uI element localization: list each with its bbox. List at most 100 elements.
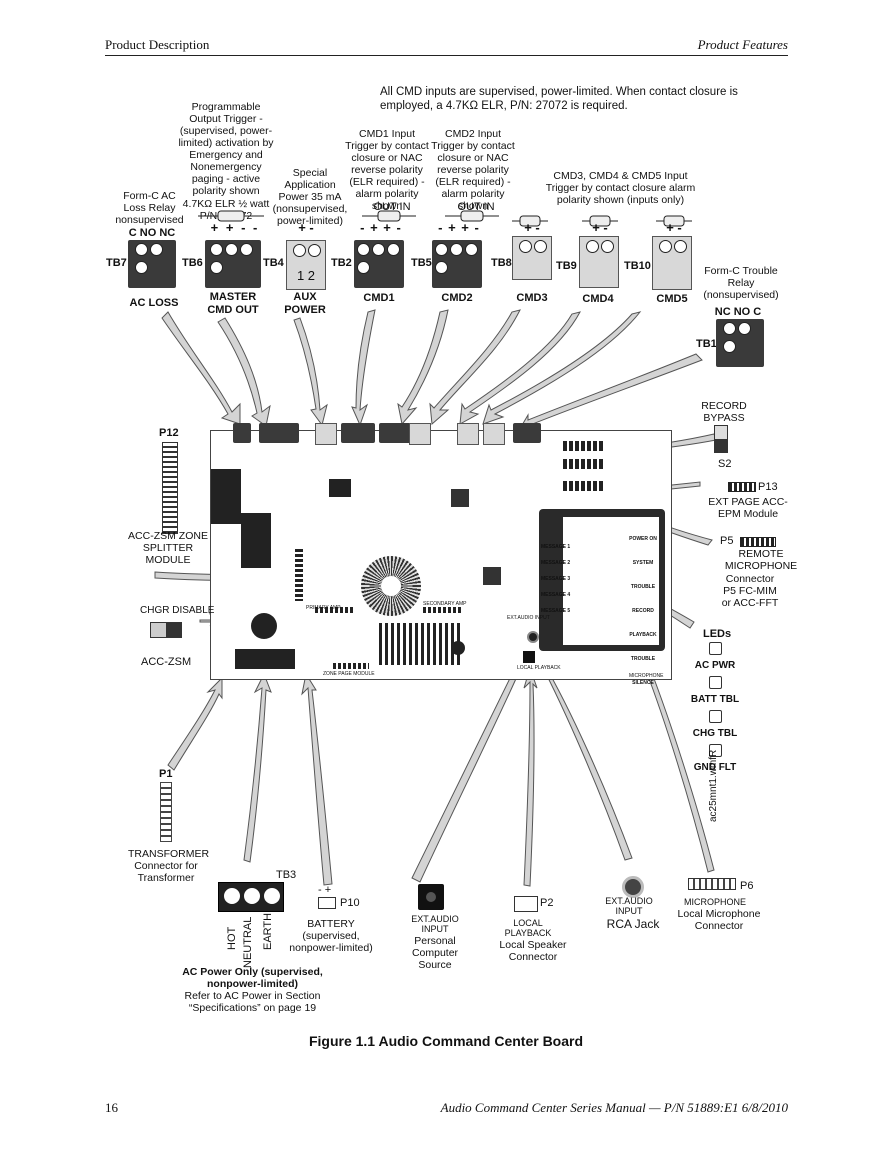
ext-audio-label: EXT.AUDIO INPUT <box>411 914 459 935</box>
terminal-block-tb8 <box>512 236 552 280</box>
arrow-tb7 <box>161 311 241 425</box>
ac-power-ref: Refer to AC Power in Section “Specificat… <box>184 990 321 1015</box>
terminal-block-tb2: 1234 <box>354 240 404 300</box>
message-5[interactable]: MESSAGE 5 <box>541 608 571 614</box>
chgr-disable-label: CHGR DISABLE <box>140 605 215 616</box>
power-on-button[interactable]: POWER ON <box>629 536 657 542</box>
local-microphone-label: Local Microphone Connector <box>677 908 761 933</box>
header-right: Product Features <box>697 37 788 52</box>
chip <box>329 479 351 497</box>
board-ext-audio-label: EXT.AUDIO INPUT <box>507 615 550 621</box>
note-cmd2-input: CMD2 Input Trigger by contact closure or… <box>431 128 515 213</box>
dip-switch[interactable] <box>563 441 603 451</box>
message-2[interactable]: MESSAGE 2 <box>541 560 571 566</box>
p12-label: P12 <box>159 427 179 439</box>
connector-p5-label: Connector P5 FC-MIM or ACC-FFT <box>721 573 779 610</box>
elr-resistor-icon <box>512 215 548 227</box>
tb3-terminal-block <box>218 882 284 912</box>
led-list: AC PWR BATT TBL CHG TBL GND FLT <box>690 642 740 774</box>
rca-jack-label: RCA Jack <box>606 917 660 931</box>
secondary-amp-header <box>423 607 463 613</box>
system-trouble-button[interactable]: SYSTEM TROUBLE <box>630 560 656 590</box>
tb10-label: CMD5 <box>656 293 688 305</box>
note-formc-trouble: Form-C Trouble Relay (nonsupervised) <box>703 265 779 302</box>
arrow-tb10 <box>482 311 642 425</box>
s2-label: S2 <box>718 458 732 470</box>
board-ext-audio <box>523 651 535 663</box>
tb7-nums: 123 <box>138 285 166 300</box>
rca-ext-audio-label: EXT.AUDIO INPUT <box>605 896 653 917</box>
tb5-top: - + + - <box>438 220 480 235</box>
transformer-connector-label: Connector for Transformer <box>134 860 198 885</box>
ext-audio-jack <box>418 884 444 910</box>
p2-connector <box>514 896 538 912</box>
record-playback-button[interactable]: RECORD PLAYBACK <box>629 608 657 638</box>
figure-caption: Figure 1.1 Audio Command Center Board <box>308 1033 584 1049</box>
board-local-playback: LOCAL PLAYBACK <box>517 665 561 671</box>
board-tb1 <box>513 423 541 443</box>
tb10-id: TB10 <box>624 260 651 272</box>
message-4[interactable]: MESSAGE 4 <box>541 592 571 598</box>
arrow-p10 <box>301 672 333 886</box>
panel-buttons: POWER ON SYSTEM TROUBLE RECORD PLAYBACK … <box>623 527 663 695</box>
tb5-id: TB5 <box>411 257 432 269</box>
tb10-top: + - <box>666 220 682 235</box>
led-chg-tbl-icon <box>708 710 722 723</box>
note-cmd1-input: CMD1 Input Trigger by contact closure or… <box>345 128 429 213</box>
led-batt-tbl-icon <box>708 676 722 689</box>
tb8-id: TB8 <box>491 257 512 269</box>
elr-resistor-icon <box>362 210 416 222</box>
message-list: MESSAGE 1 MESSAGE 2 MESSAGE 3 MESSAGE 4 … <box>541 539 570 619</box>
p10-polarity: - + <box>318 884 332 896</box>
tb6-id: TB6 <box>182 257 203 269</box>
arrow-tb4 <box>293 317 328 427</box>
board-rca <box>527 631 539 643</box>
p1-connector <box>160 782 172 842</box>
terminal-block-tb6: 1234 <box>205 240 261 300</box>
p13-connector <box>728 482 756 492</box>
battery-label: BATTERY (supervised, nonpower-limited) <box>289 918 373 955</box>
p12-connector <box>162 442 178 534</box>
arrow-p1 <box>167 676 223 771</box>
remote-mic-label: REMOTE MICROPHONE <box>724 548 798 573</box>
zone-splitter-label: ACC-ZSM ZONE SPLITTER MODULE <box>128 530 208 567</box>
tb3-earth: EARTH <box>262 912 274 950</box>
arrow-tb3 <box>243 672 272 863</box>
message-1[interactable]: MESSAGE 1 <box>541 544 571 550</box>
intro-note: All CMD inputs are supervised, power-lim… <box>380 86 738 112</box>
message-3[interactable]: MESSAGE 3 <box>541 576 571 582</box>
arrow-tb2 <box>351 309 376 427</box>
arrow-tb9 <box>459 311 581 425</box>
record-bypass-switch[interactable] <box>714 425 728 453</box>
p2-label: P2 <box>540 897 554 909</box>
dip-switch[interactable] <box>563 459 603 469</box>
board-tb5 <box>379 423 413 443</box>
tb6-top: + + - - <box>210 220 260 235</box>
tb4-label: AUX POWER <box>284 291 326 317</box>
terminal-block-tb1: 123 <box>716 319 764 379</box>
led-batt-tbl-label: BATT TBL <box>690 693 740 705</box>
led-ac-pwr-label: AC PWR <box>694 659 736 671</box>
board-tb4 <box>315 423 337 445</box>
p12-header <box>295 549 303 601</box>
tb8-top: + - <box>524 220 540 235</box>
microphone-label: MICROPHONE <box>683 897 746 907</box>
ext-page-label: EXT PAGE ACC-EPM Module <box>708 496 788 521</box>
p13-label: P13 <box>758 481 778 493</box>
trouble-silence-button[interactable]: TROUBLE SILENCE <box>630 656 656 686</box>
zone-page-header <box>333 663 369 669</box>
board-tb8 <box>409 423 431 445</box>
arrow-p2 <box>523 666 538 887</box>
terminal-block-tb7: 123 <box>128 240 176 300</box>
relay <box>211 469 241 524</box>
arrow-tb6 <box>217 317 271 427</box>
dip-switch[interactable] <box>563 481 603 491</box>
transformer-label: TRANSFORMER <box>128 848 210 860</box>
tb2-id: TB2 <box>331 257 352 269</box>
elr-resistor-icon <box>198 210 264 222</box>
tb4-id: TB4 <box>263 257 284 269</box>
chgr-disable-jumper[interactable] <box>150 622 182 638</box>
tb9-top: + - <box>592 220 608 235</box>
capacitor <box>251 613 277 639</box>
terminal-block-tb9 <box>579 236 619 288</box>
